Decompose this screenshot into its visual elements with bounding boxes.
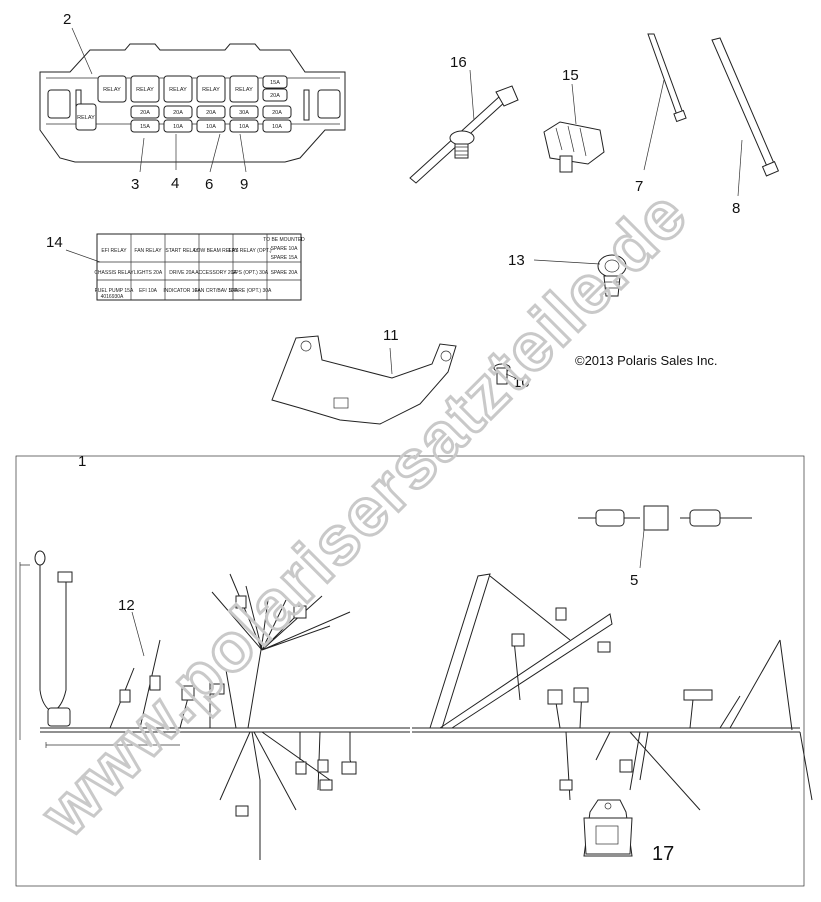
- callout-12: 12: [118, 597, 135, 614]
- cable-tie-with-clip: [409, 85, 519, 184]
- label-r3-0: FUEL PUMP 15A: [95, 288, 134, 294]
- label-r1r-1: SPARE 10A: [271, 246, 299, 252]
- fuse-top-1-slot: [130, 75, 160, 103]
- cable-tie-long: [711, 37, 780, 177]
- fuse-top-3-slot: [196, 75, 226, 103]
- leader-lines: [65, 27, 743, 657]
- label-r1-2: START RELAY: [165, 248, 199, 254]
- fuse-mid-2-slot: [163, 105, 193, 119]
- callout-1: 1: [78, 453, 86, 470]
- fuse-mid-3-slot: [196, 105, 226, 119]
- label-r1-1: FAN RELAY: [134, 248, 162, 254]
- fuse-bot-2-text: 10A: [206, 124, 216, 130]
- fuse-mid-3-text: 20A: [206, 110, 216, 116]
- label-r2-1: LIGHTS 20A: [134, 270, 163, 276]
- fuse-bot-2-slot: [196, 119, 226, 133]
- fuse-top-0-slot: [97, 75, 127, 103]
- callout-6: 6: [205, 176, 213, 193]
- harness-tag: [583, 799, 633, 857]
- label-r3-1: EFI 10A: [139, 288, 158, 294]
- fuse-box: RELAY RELAY RELAY RELAY RELAY 15A 20A RELAY 20A 2…: [39, 43, 346, 163]
- label-r2-3: ACCESSORY 20A: [195, 270, 237, 276]
- harness-frame: [15, 455, 805, 887]
- fuse-bot-3-text: 10A: [239, 124, 249, 130]
- inline-connector: [578, 505, 752, 531]
- main-harness-left: [19, 550, 410, 860]
- fuse-bot-3-slot: [229, 119, 259, 133]
- fuse-top-0-text: RELAY: [103, 87, 121, 93]
- fuse-mid-0-text: RELAY: [77, 115, 95, 121]
- push-clip: [597, 254, 627, 297]
- fuse-tr-1-text: 20A: [270, 93, 280, 99]
- label-r1r-2: SPARE 15A: [271, 255, 299, 261]
- callout-7: 7: [635, 178, 643, 195]
- label-r2-4: EPS (OPT.) 30A: [232, 270, 269, 276]
- fuse-top-4-slot: [229, 75, 259, 103]
- callout-11: 11: [383, 327, 399, 344]
- mounting-bracket: [271, 335, 457, 425]
- fuse-bot-0-text: 15A: [140, 124, 150, 130]
- copyright-text: ©2013 Polaris Sales Inc.: [575, 353, 718, 368]
- fuse-bot-1-slot: [163, 119, 193, 133]
- callout-10: 10: [513, 374, 530, 391]
- callout-labels: 1 2 3 4 5 6 7 8 9 10 11 12 13 14 15 16 1…: [46, 11, 740, 865]
- fuse-top-3-text: RELAY: [202, 87, 220, 93]
- fuse-mid-2-text: 20A: [173, 110, 183, 116]
- label-r2-2: DRIVE 20A: [169, 270, 195, 276]
- fuse-bot-4-text: 10A: [272, 124, 282, 130]
- label-r1r-0: TO BE MOUNTED: [263, 237, 305, 243]
- cable-tie-short: [647, 33, 687, 123]
- callout-16: 16: [450, 54, 467, 71]
- label-r3-3: FAN CRT/BAV 10A: [195, 288, 238, 294]
- label-r3-2: INDICATOR 10A: [163, 288, 201, 294]
- fuse-bot-1-text: 10A: [173, 124, 183, 130]
- fuse-tr-0-slot: [262, 75, 288, 89]
- screw: [493, 363, 511, 385]
- fuse-mid-4-text: 30A: [239, 110, 249, 116]
- callout-9: 9: [240, 176, 248, 193]
- fuse-mid-4-slot: [229, 105, 259, 119]
- label-r1-0: EFI RELAY: [101, 248, 127, 254]
- fuse-top-1-text: RELAY: [136, 87, 154, 93]
- harness-clip: [543, 121, 605, 173]
- label-r3-4: SPARE (OPT.) 30A: [229, 288, 272, 294]
- fuse-tr-0-text: 15A: [270, 80, 280, 86]
- callout-4: 4: [171, 175, 179, 192]
- fuse-mid-5-slot: [262, 105, 292, 119]
- fuse-mid-5-text: 20A: [272, 110, 282, 116]
- fuse-top-2-text: RELAY: [169, 87, 187, 93]
- callout-17: 17: [652, 843, 674, 865]
- fuse-bot-0-slot: [130, 119, 160, 133]
- main-harness-right: [412, 573, 813, 811]
- fuse-mid-1-text: 20A: [140, 110, 150, 116]
- fuse-top-4-text: RELAY: [235, 87, 253, 93]
- fuse-mid-0-slot: [75, 103, 97, 131]
- fuse-bot-4-slot: [262, 119, 292, 133]
- callout-13: 13: [508, 252, 525, 269]
- label-footer: 4016930A: [101, 294, 124, 300]
- callout-2: 2: [63, 11, 71, 28]
- callout-8: 8: [732, 200, 740, 217]
- callout-5: 5: [630, 572, 638, 589]
- fuse-top-2-slot: [163, 75, 193, 103]
- label-r2-0: CHASSIS RELAY: [94, 270, 134, 276]
- fuse-mid-1-slot: [130, 105, 160, 119]
- label-r1-3: LOW BEAM RELAY: [194, 248, 239, 254]
- callout-14: 14: [46, 234, 63, 251]
- callout-15: 15: [562, 67, 579, 84]
- label-r1-4: EPS RELAY (OPT.): [228, 248, 271, 254]
- callout-3: 3: [131, 176, 139, 193]
- label-r2-5: SPARE 20A: [271, 270, 299, 276]
- fuse-tr-1-slot: [262, 88, 288, 102]
